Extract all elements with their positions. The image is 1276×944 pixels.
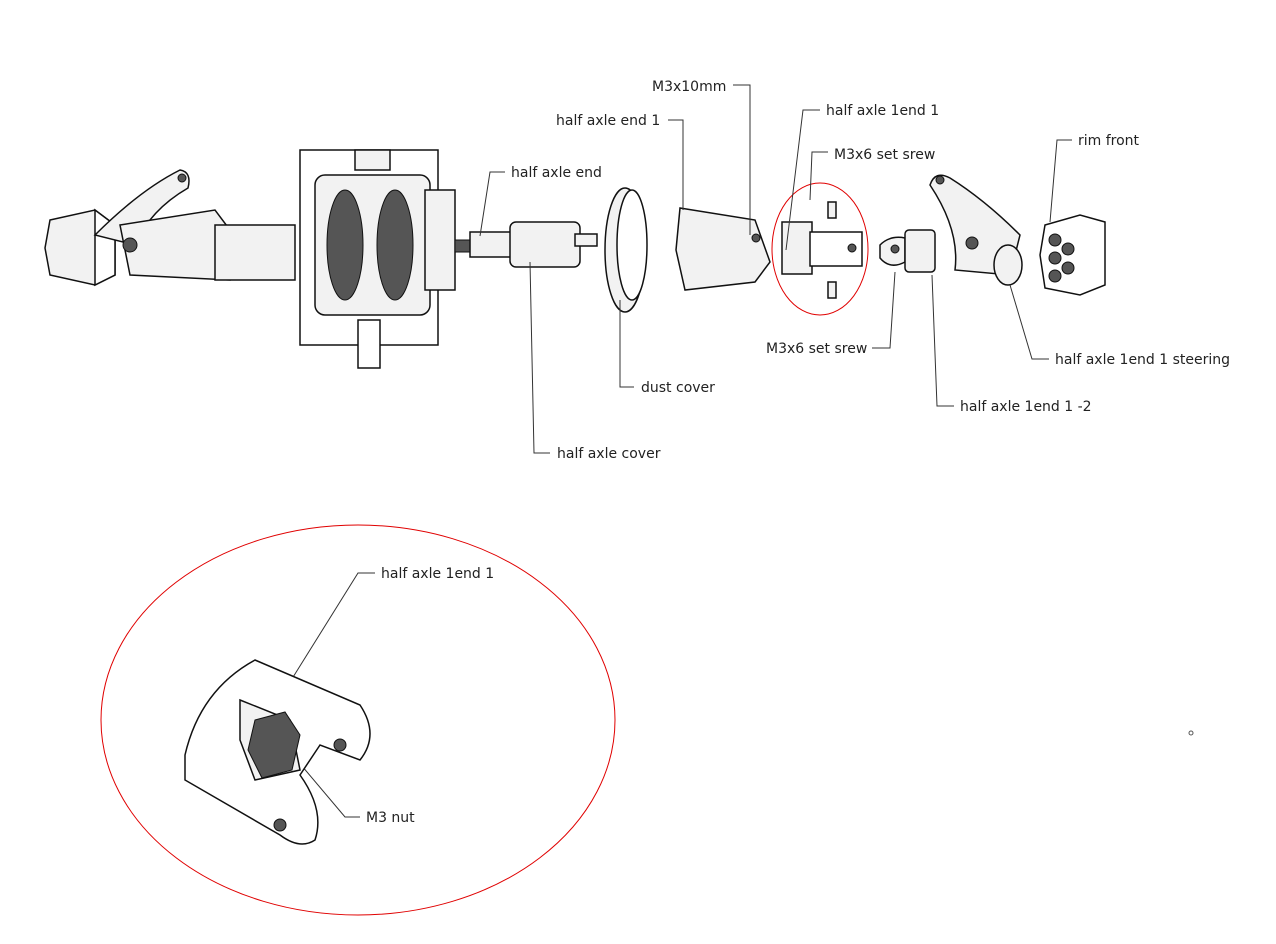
half-axle-1end-1-part: [781, 201, 863, 299]
rim-front-part: [1039, 214, 1106, 296]
leader-lines: [279, 84, 1072, 818]
half-axle-end-1-part: [675, 207, 771, 291]
left-hex-rim: [44, 208, 116, 287]
label-half-axle-end: half axle end: [511, 165, 602, 181]
detail-label-half-axle-1end-1: half axle 1end 1: [381, 566, 494, 582]
differential-housing: [214, 149, 456, 369]
dust-cover-part: [604, 187, 648, 313]
highlight-circle-small: [771, 182, 869, 316]
label-half-axle-1end-1-steering: half axle 1end 1 steering: [1055, 352, 1230, 368]
label-half-axle-cover: half axle cover: [557, 446, 661, 462]
label-rim-front: rim front: [1078, 133, 1140, 149]
left-steering-knuckle: [93, 169, 231, 281]
half-axle-end-part: [469, 221, 598, 268]
detail-highlight-circle: [100, 524, 616, 916]
right-steering-knuckle: [929, 174, 1023, 286]
label-m3x6-set-srew-top: M3x6 set srew: [834, 147, 935, 163]
detail-half-axle-1end-1-part: [184, 659, 371, 845]
half-axle-1end-1-2-part: [879, 229, 936, 273]
label-m3x6-set-srew-bottom: M3x6 set srew: [766, 341, 867, 357]
label-half-axle-end-1: half axle end 1: [556, 113, 660, 129]
label-half-axle-1end-1: half axle 1end 1: [826, 103, 939, 119]
detail-label-m3-nut: M3 nut: [366, 810, 415, 826]
stray-dot: [1188, 730, 1194, 736]
label-m3x10mm: M3x10mm: [652, 79, 726, 95]
label-dust-cover: dust cover: [641, 380, 715, 396]
label-half-axle-1end-1-2: half axle 1end 1 -2: [960, 399, 1092, 415]
